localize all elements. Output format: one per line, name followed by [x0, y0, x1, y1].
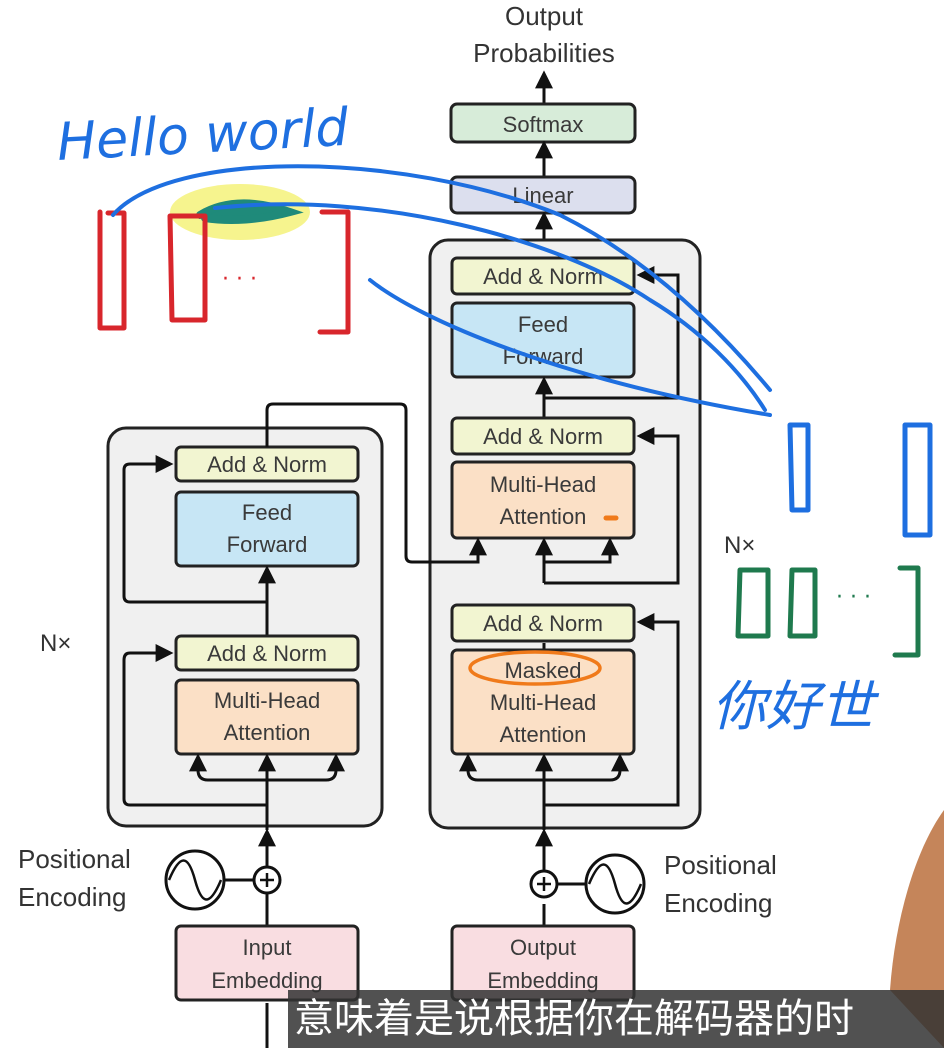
decoder-nx-label: N× [724, 532, 755, 559]
presenter-shoulder [890, 810, 944, 1048]
decoder-mha-label-2: Attention [500, 504, 587, 529]
input-embedding-label-2: Embedding [211, 968, 322, 993]
output-embedding-label-2: Embedding [487, 968, 598, 993]
encoder-feed-forward-label-1: Feed [242, 500, 292, 525]
output-probabilities-label-1: Output [505, 1, 584, 31]
red-ellipsis: · · · [222, 267, 257, 292]
softmax-label: Softmax [503, 112, 584, 137]
video-subtitle: 意味着是说根据你在解码器的时 [288, 990, 944, 1048]
decoder-masked-label: Masked [504, 658, 581, 683]
green-ellipsis: · · · [836, 585, 871, 610]
output-embedding-label-1: Output [510, 935, 576, 960]
masked-circle [468, 650, 602, 686]
decoder-add-norm-low [450, 603, 636, 643]
handwriting-chinese: 你好世 [712, 675, 880, 738]
decoder-mha-label-1: Multi-Head [490, 472, 596, 497]
encoder-mha-label-1: Multi-Head [214, 688, 320, 713]
encoder-add-norm-top-label: Add & Norm [207, 452, 327, 477]
decoder-masked-mha-label-2: Multi-Head [490, 690, 596, 715]
input-embedding-label-1: Input [243, 935, 292, 960]
encoder-block [106, 426, 384, 828]
decoder-feed-forward-label-2: Forward [503, 344, 584, 369]
decoder-feed-forward-label-1: Feed [518, 312, 568, 337]
output-vectors-green [735, 565, 921, 658]
decoder-add-norm-top-label: Add & Norm [483, 264, 603, 289]
handwriting-hello-world: Hello world [56, 98, 351, 173]
encoder-add-norm-low-label: Add & Norm [207, 641, 327, 666]
decoder-add-norm-mid-label: Add & Norm [483, 424, 603, 449]
encoder-feed-forward-label-2: Forward [227, 532, 308, 557]
encoder-mha-label-2: Attention [224, 720, 311, 745]
attention-arcs [111, 164, 772, 417]
decoder-positional-encoding-2: Encoding [664, 888, 772, 918]
encoder-positional-encoding-2: Encoding [18, 882, 126, 912]
encoder-positional-encoding-1: Positional [18, 844, 131, 874]
decoder-vectors-blue [787, 422, 933, 538]
decoder-add-norm-mid [450, 416, 636, 456]
decoder-add-norm-low-label: Add & Norm [483, 611, 603, 636]
linear-label: Linear [512, 183, 573, 208]
encoder-vectors-red [97, 209, 351, 335]
encoder-nx-label: N× [40, 630, 71, 657]
decoder-positional-encoding-1: Positional [664, 850, 777, 880]
encoder-add-norm-low [174, 634, 360, 672]
input-embedding-box [174, 924, 360, 1002]
output-probabilities-label-2: Probabilities [473, 38, 615, 68]
decoder-masked-mha-label-3: Attention [500, 722, 587, 747]
